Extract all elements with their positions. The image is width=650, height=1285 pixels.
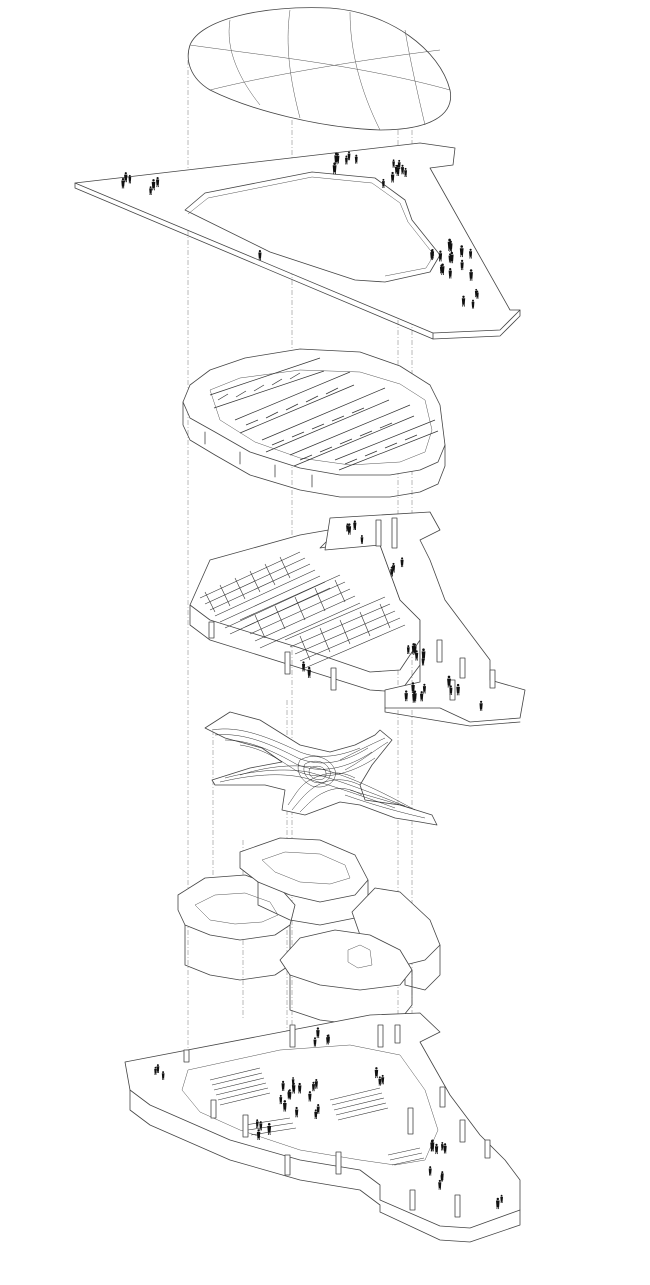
person-figure — [267, 1123, 272, 1136]
person-figure — [447, 675, 451, 688]
person-figure — [336, 153, 340, 164]
person-figure — [449, 240, 453, 252]
person-figure — [283, 1100, 287, 1112]
person-figure — [496, 1197, 500, 1210]
person-figure — [316, 1027, 320, 1039]
person-figure — [353, 520, 357, 531]
person-figure — [354, 154, 358, 164]
person-figure — [406, 645, 410, 655]
person-figure — [438, 1179, 442, 1190]
person-figure — [390, 566, 394, 577]
person-figure — [121, 177, 125, 189]
person-figure — [440, 1171, 444, 1181]
person-figure — [404, 167, 407, 178]
layer-ground-plaza-floor — [124, 1012, 521, 1243]
person-figure — [397, 159, 401, 169]
person-figure — [401, 164, 404, 175]
person-figure — [287, 1090, 290, 1099]
layer-sculptural-ceiling — [204, 711, 438, 826]
person-figure — [428, 1166, 432, 1176]
layer-roof-shell — [187, 7, 452, 131]
layer-truss-hall — [182, 348, 446, 498]
person-figure — [440, 263, 445, 276]
person-figure — [456, 683, 460, 696]
person-figure — [302, 661, 306, 672]
person-figure — [434, 1143, 439, 1155]
person-figure — [255, 1119, 259, 1128]
person-figure — [474, 288, 478, 298]
person-figure — [346, 523, 349, 532]
layer-roof-terrace-slab — [74, 142, 521, 340]
person-figure — [259, 1121, 263, 1131]
person-figure — [326, 1034, 330, 1045]
person-figure — [307, 666, 311, 678]
person-figure — [154, 1066, 157, 1075]
person-figure — [441, 1141, 444, 1151]
person-figure — [128, 174, 132, 184]
stairs — [209, 1067, 425, 1166]
person-figure — [404, 690, 408, 702]
seating-blocks — [199, 551, 406, 669]
person-figure — [312, 1081, 315, 1092]
person-figure — [161, 1071, 165, 1080]
person-figure — [390, 171, 395, 183]
person-figure — [392, 159, 395, 168]
person-figure — [381, 1074, 385, 1085]
person-figure — [448, 253, 452, 263]
person-figure — [374, 1067, 379, 1079]
person-figure — [448, 268, 452, 279]
person-figure — [124, 172, 128, 183]
person-figure — [461, 295, 466, 307]
person-figure — [151, 179, 156, 191]
person-figure — [438, 250, 443, 262]
person-figure — [449, 685, 453, 696]
person-figure — [400, 557, 404, 568]
person-figure — [460, 259, 464, 271]
person-figure — [422, 683, 426, 694]
person-figure — [471, 299, 475, 309]
person-figure — [308, 1091, 312, 1102]
person-figure — [469, 269, 473, 281]
person-figure — [420, 691, 424, 702]
person-figure — [295, 1106, 299, 1118]
person-figure — [500, 1194, 503, 1203]
person-figure — [316, 1104, 320, 1114]
person-figure — [382, 178, 385, 188]
person-figure — [314, 1109, 318, 1120]
person-figure — [430, 1139, 435, 1152]
person-figure — [281, 1080, 285, 1091]
person-figure — [347, 151, 351, 161]
person-figure — [149, 186, 152, 196]
ceiling-contours — [211, 728, 426, 819]
person-figure — [279, 1094, 283, 1105]
person-figure — [378, 1076, 382, 1086]
layer-foyer-pods — [177, 837, 441, 1026]
person-figure — [360, 535, 364, 544]
person-figure — [156, 1064, 160, 1074]
person-figure — [415, 650, 419, 661]
person-figure — [345, 155, 348, 165]
person-figure — [291, 1082, 296, 1094]
layer-auditorium-seating-floor — [189, 511, 526, 727]
truss-hall-openings — [204, 431, 313, 488]
columns — [208, 517, 496, 701]
plaza-columns — [183, 1024, 491, 1218]
person-figure — [411, 643, 416, 654]
person-figure — [443, 1143, 447, 1154]
person-figure — [479, 700, 483, 711]
person-figure — [459, 245, 464, 258]
person-figure — [469, 248, 473, 259]
person-figure — [411, 682, 415, 694]
person-figure — [314, 1078, 318, 1089]
person-figure — [313, 1037, 317, 1047]
person-figure — [156, 177, 160, 188]
person-figure — [430, 249, 434, 261]
person-figure — [256, 1129, 261, 1140]
person-figure — [298, 1082, 302, 1094]
person-figure — [258, 249, 262, 261]
scale-figures — [121, 151, 503, 1210]
person-figure — [421, 656, 425, 666]
